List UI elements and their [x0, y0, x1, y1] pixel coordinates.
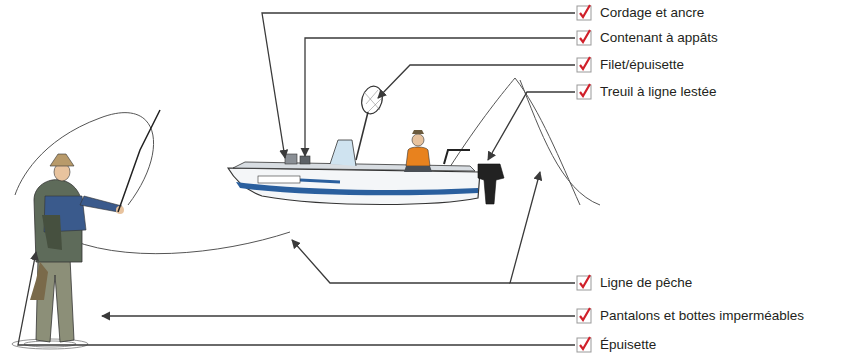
- item-label: Épuisette: [600, 337, 656, 353]
- item-label: Pantalons et bottes imperméables: [600, 308, 804, 324]
- item-label: Treuil à ligne lestée: [600, 84, 717, 100]
- item-label: Filet/épuisette: [600, 57, 684, 73]
- check-box: [577, 5, 591, 352]
- boat: [228, 84, 504, 205]
- fisherman: [30, 110, 160, 342]
- item-label: Ligne de pêche: [600, 275, 692, 291]
- item-label: Cordage et ancre: [600, 5, 704, 21]
- fishing-line: [15, 78, 600, 254]
- leader-line: [18, 13, 575, 345]
- item-label: Contenant à appâts: [600, 30, 718, 46]
